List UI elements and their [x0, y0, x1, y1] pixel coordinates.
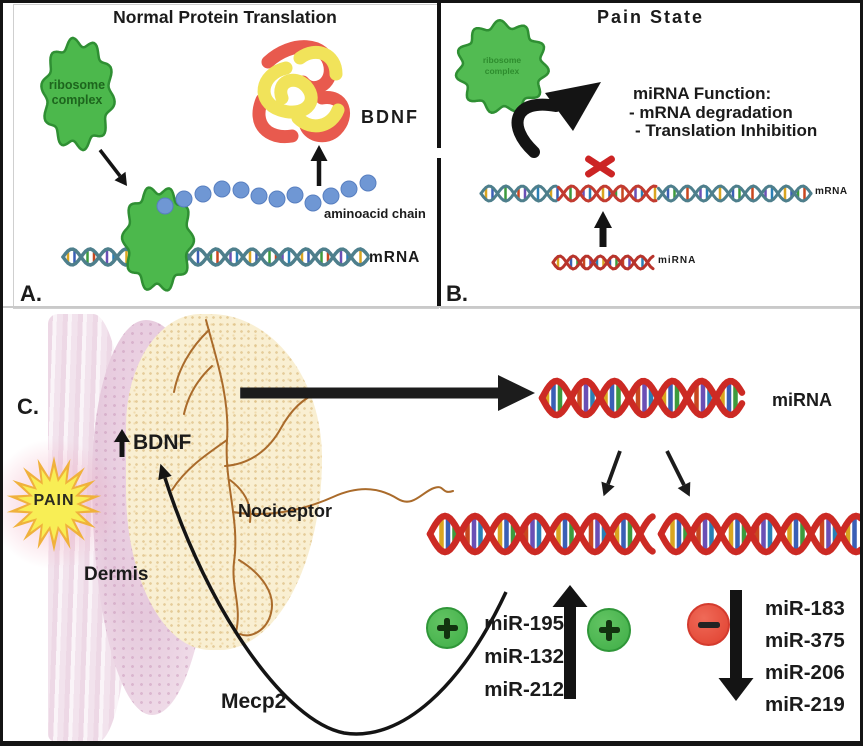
chain-to-bdnf-arrow-icon [310, 145, 328, 186]
pain-star-core [32, 482, 76, 526]
mirna-helix-b [551, 251, 655, 274]
pain-label: PAIN [33, 492, 75, 509]
panel-a-title: Normal Protein Translation [113, 7, 337, 27]
ribosome-to-mrna-arrow-icon [98, 148, 127, 186]
bdnf-label-a: BDNF [361, 107, 419, 127]
minus-icon [687, 603, 730, 646]
epidermis-stippled-texture [126, 314, 322, 650]
mirna-function-item-1: - mRNA degradation [629, 103, 793, 122]
divider-gap [437, 148, 441, 158]
mecp2-label: Mecp2 [221, 690, 287, 713]
dermis-label: Dermis [84, 564, 149, 585]
mrna-label-a: mRNA [369, 249, 421, 266]
plus-icon [587, 608, 631, 652]
mirna-helix-right [657, 500, 863, 568]
aminoacid-chain-label: aminoacid chain [324, 206, 426, 221]
mirna-branch-right-arrow-icon [665, 450, 691, 497]
ribosome-on-mrna-blob [120, 186, 196, 292]
mir-item: miR-132 [484, 645, 564, 668]
mirna-helix-left [426, 500, 656, 568]
bdnf-increase-arrow-icon [114, 429, 130, 457]
panel-b-title: Pain State [596, 7, 705, 27]
mir-item: miR-183 [765, 597, 845, 620]
ribosome-caption-line2: complex [484, 65, 520, 76]
panel-a-letter: A. [20, 281, 42, 306]
mirna-helix-c [538, 367, 746, 429]
plus-bar [606, 619, 612, 641]
skin-to-mirna-arrow-icon [240, 375, 535, 411]
upregulated-arrow-icon [552, 585, 588, 699]
upregulated-mir-list: miR-195 miR-132 miR-212 [478, 607, 564, 706]
mrna-label-b: mRNA [815, 186, 848, 197]
top-bottom-separator [3, 306, 860, 308]
mirna-function-item-2: - Translation Inhibition [635, 121, 818, 140]
ribosome-caption-line1: ribosome [482, 55, 522, 65]
minus-bar [697, 621, 720, 628]
nociceptor-nerve-fibers [171, 319, 454, 637]
ribosome-complex-caption-a: ribosome complex [40, 78, 114, 108]
downregulated-mir-list: miR-183 miR-375 miR-206 miR-219 [765, 593, 845, 721]
plus-bar [444, 617, 450, 639]
plus-icon [426, 607, 468, 649]
nociceptor-label: Nociceptor [238, 501, 333, 521]
mirna-binds-mrna-arrow-icon [594, 211, 612, 247]
mir-item: miR-219 [765, 693, 845, 716]
ribosome-caption-line1: ribosome [48, 78, 106, 92]
mirna-label-b: miRNA [658, 255, 697, 266]
bdnf-protein-tangle [252, 40, 350, 144]
mir-item: miR-212 [484, 678, 564, 701]
ribosome-complex-blob-b [454, 18, 550, 114]
mecp2-feedback-curve-arrow-icon [158, 463, 508, 736]
panel-b-letter: B. [446, 281, 468, 306]
mir-item: miR-375 [765, 629, 845, 652]
ribosome-caption-line2: complex [51, 93, 103, 107]
mrna-helix-b [479, 180, 813, 207]
inhibition-x-icon [582, 151, 618, 181]
downregulated-arrow-icon [718, 590, 754, 701]
bdnf-label-c: BDNF [133, 431, 192, 454]
mir-item: miR-206 [765, 661, 845, 684]
ribosome-displaced-swoosh-arrow-icon [511, 82, 601, 158]
mir-item: miR-195 [484, 612, 564, 635]
aminoacid-chain-beads [156, 174, 377, 215]
mirna-branch-left-arrow-icon [601, 450, 622, 497]
ribosome-complex-caption-b: ribosome complex [464, 55, 540, 76]
ribosome-complex-blob-a [40, 36, 116, 152]
mirna-function-title: miRNA Function: [633, 84, 772, 103]
panel-c-letter: C. [17, 394, 39, 419]
mirna-label-c: miRNA [772, 390, 833, 410]
